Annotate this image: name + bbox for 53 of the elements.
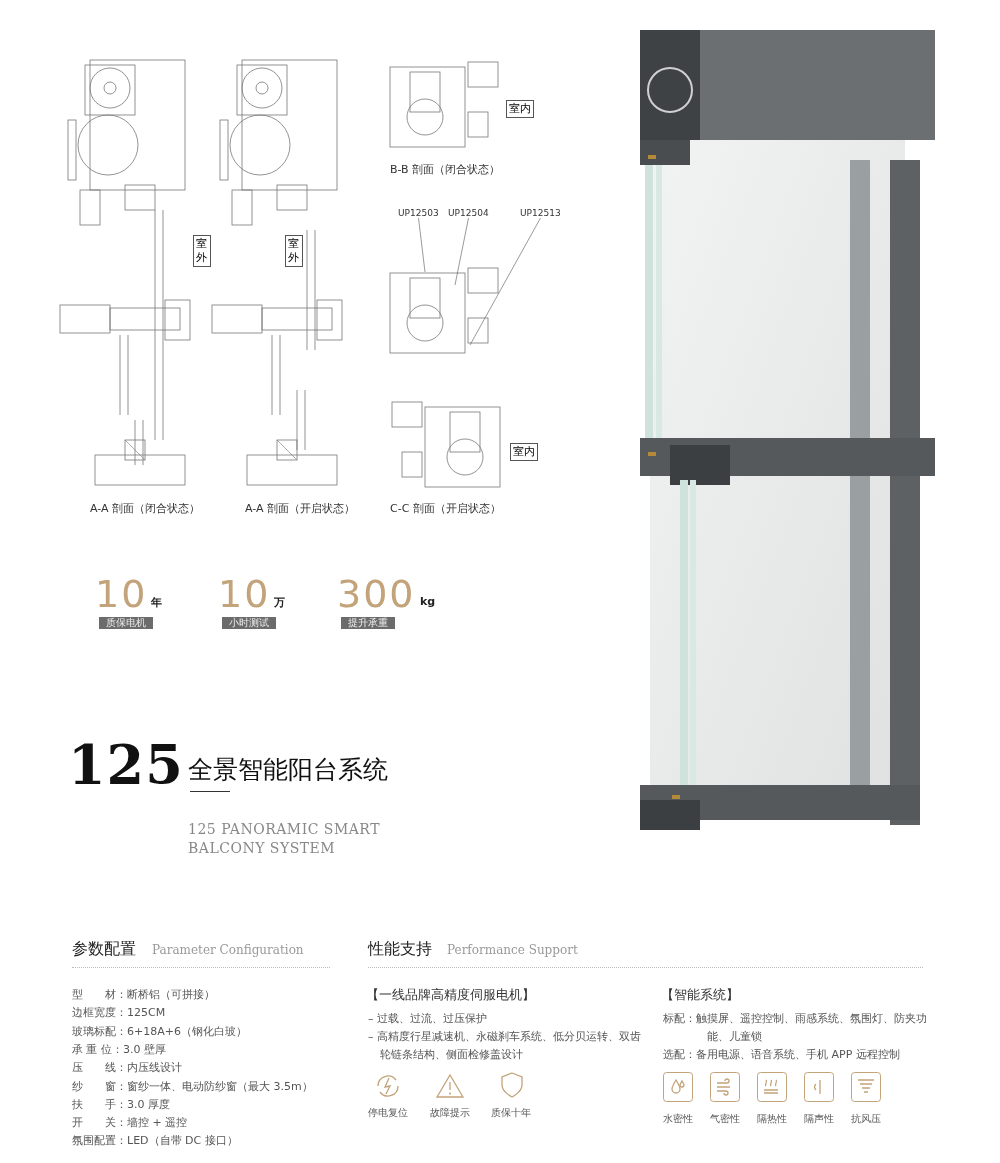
subsection-heading: 【智能系统】: [661, 986, 739, 1004]
leader-line: [454, 217, 469, 286]
icon-caption: 抗风压: [851, 1112, 881, 1126]
spec-text: 纱 窗：窗纱一体、电动防纱窗（最大 3.5m）: [72, 1078, 313, 1095]
bullet-text: – 过载、过流、过压保护: [368, 1011, 487, 1027]
model-number: 125: [68, 738, 184, 792]
icon-caption: 隔热性: [757, 1112, 787, 1126]
spec-text: 扶 手：3.0 厚度: [72, 1096, 170, 1113]
room-label: 室内: [506, 100, 534, 118]
spec-text: 选配：备用电源、语音系统、手机 APP 远程控制: [663, 1047, 900, 1063]
section-caption: C-C 剖面（开启状态）: [390, 501, 501, 517]
spec-text: 氛围配置：LED（自带 DC 接口）: [72, 1133, 238, 1150]
section-heading: 参数配置: [72, 938, 136, 960]
room-label: 室内: [510, 443, 538, 461]
part-number: UP12513: [520, 208, 561, 218]
caption-tag: 小时测试: [222, 617, 276, 629]
icon-caption: 水密性: [663, 1112, 693, 1126]
icon-caption: 停电复位: [368, 1106, 408, 1120]
part-number: UP12504: [448, 208, 489, 218]
icon-caption: 质保十年: [491, 1106, 531, 1120]
stat-number: 10: [218, 575, 271, 613]
section-caption: A-A 剖面（闭合状态）: [90, 501, 201, 517]
section-subheading: Parameter Configuration: [152, 942, 304, 959]
subsection-heading: 【一线品牌高精度伺服电机】: [366, 986, 535, 1004]
section-caption: B-B 剖面（闭合状态）: [390, 162, 501, 178]
leader-line: [418, 217, 426, 273]
spec-text: 标配：触摸屏、遥控控制、雨感系统、氛围灯、防夹功能、儿童锁: [663, 1011, 928, 1045]
spec-text: 开 关：墙控 + 遥控: [72, 1115, 188, 1132]
caption-tag: 质保电机: [99, 617, 153, 629]
unit-label: kg: [420, 595, 436, 608]
spec-text: 型 材：断桥铝（可拼接）: [72, 987, 215, 1003]
product-subtitle: 125 PANORAMIC SMART BALCONY SYSTEM: [188, 820, 381, 858]
unit-label: 年: [151, 595, 162, 610]
spec-text: 承 重 位：3.0 壁厚: [72, 1041, 166, 1058]
spec-text: 边框宽度：125CM: [72, 1005, 166, 1022]
room-label: 室外: [285, 235, 303, 267]
section-subheading: Performance Support: [447, 942, 578, 959]
unit-label: 万: [274, 595, 285, 610]
section-caption: A-A 剖面（开启状态）: [245, 501, 356, 517]
room-label: 室外: [193, 235, 211, 267]
leader-line: [469, 217, 541, 346]
icon-caption: 故障提示: [430, 1106, 470, 1120]
stat-number: 10: [95, 575, 148, 613]
section-heading: 性能支持: [368, 938, 432, 960]
icon-caption: 气密性: [710, 1112, 740, 1126]
spec-text: 压 线：内压线设计: [72, 1060, 182, 1077]
product-title: 全景智能阳台系统: [188, 754, 388, 786]
caption-tag: 提升承重: [341, 617, 395, 629]
bullet-text: – 高精度行星减速机、永磁刹车系统、低分贝运转、双齿轮链条结构、侧面检修盖设计: [368, 1029, 642, 1063]
stat-number: 300: [337, 575, 416, 613]
part-number: UP12503: [398, 208, 439, 218]
spec-text: 玻璃标配：6+18A+6（钢化白玻）: [72, 1023, 247, 1040]
icon-caption: 隔声性: [804, 1112, 834, 1126]
